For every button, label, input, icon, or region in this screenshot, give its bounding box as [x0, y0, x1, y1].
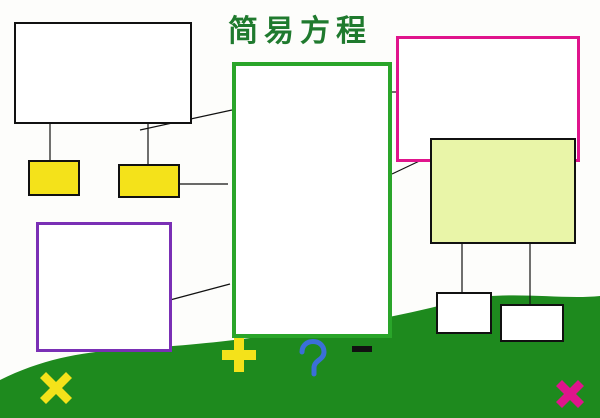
panel-equation-meaning: [14, 22, 192, 124]
panel-word-problem-steps: [430, 138, 576, 244]
yellow-plus-mid: [222, 338, 256, 372]
tag-right-2: [500, 304, 564, 342]
poster-title: 简易方程: [228, 14, 372, 49]
tag-left-2: [118, 164, 180, 198]
dark-divide-sign: [352, 346, 372, 352]
blue-question-mark: [299, 339, 327, 377]
tag-left-1: [28, 160, 80, 196]
panel-unit-main: [232, 62, 392, 338]
magenta-cross-right: [556, 380, 584, 408]
panel-equality-properties: [36, 222, 172, 352]
connector-left-bottom: [169, 283, 231, 301]
yellow-cross-left: [40, 372, 72, 404]
tag-right-1: [436, 292, 492, 334]
